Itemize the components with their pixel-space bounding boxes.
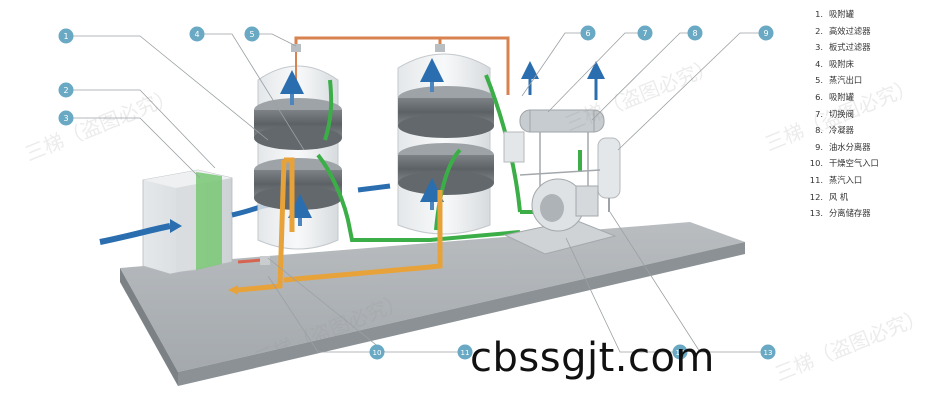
- svg-text:3: 3: [63, 114, 68, 123]
- legend-item: 6.吸附罐: [815, 91, 854, 102]
- legend-item: 3.板式过滤器: [815, 42, 871, 53]
- callout-badge-2: 2: [58, 82, 74, 98]
- svg-text:8: 8: [692, 29, 697, 38]
- callout-badge-12: 12: [672, 344, 688, 360]
- callout-badge-6: 6: [580, 25, 596, 41]
- legend-item: 12.风 机: [809, 191, 849, 202]
- callout-badge-13: 13: [760, 344, 776, 360]
- svg-text:4: 4: [194, 30, 199, 39]
- callout-badge-8: 8: [687, 25, 703, 41]
- hepa-filter-panel: [196, 172, 222, 270]
- legend-item: 13.分离储存器: [809, 208, 871, 219]
- legend-item: 2.高效过滤器: [815, 25, 871, 36]
- filter-housing: [142, 169, 233, 275]
- callout-badge-5: 5: [244, 26, 260, 42]
- callout-badge-10: 10: [369, 344, 385, 360]
- callout-badge-1: 1: [58, 28, 74, 44]
- callout-badge-4: 4: [189, 26, 205, 42]
- callout-badge-11: 11: [457, 344, 473, 360]
- dry-air-inlet-arrow: [228, 285, 238, 295]
- site-watermark: cbssgjt.com: [470, 335, 715, 381]
- svg-text:9: 9: [763, 29, 768, 38]
- tank-flow-arrows: [280, 58, 605, 226]
- legend-item: 8.冷凝器: [815, 125, 854, 136]
- svg-text:1: 1: [63, 32, 68, 41]
- callout-badge-3: 3: [58, 110, 74, 126]
- legend: 1.吸附罐 2.高效过滤器 3.板式过滤器 4.吸附床 5.蒸汽出口 6.吸附罐…: [805, 6, 925, 222]
- svg-text:12: 12: [676, 349, 685, 357]
- adsorption-tank-1: [254, 65, 342, 250]
- svg-text:10: 10: [373, 349, 382, 357]
- legend-item: 1.吸附罐: [815, 9, 854, 19]
- svg-text:5: 5: [249, 30, 254, 39]
- adsorption-tank-2: [397, 53, 494, 235]
- legend-item: 10.干燥空气入口: [809, 158, 879, 169]
- legend-item: 4.吸附床: [815, 58, 854, 69]
- legend-item: 11.蒸汽入口: [809, 174, 863, 185]
- oil-water-separator: [597, 137, 621, 212]
- legend-item: 7.切换阀: [815, 108, 854, 119]
- dry-air-pipe-orange: [237, 157, 443, 293]
- svg-text:2: 2: [63, 86, 68, 95]
- blower-fan: [503, 178, 617, 255]
- svg-text:6: 6: [585, 29, 590, 38]
- svg-text:13: 13: [764, 349, 773, 357]
- svg-text:11: 11: [461, 349, 470, 357]
- svg-text:7: 7: [642, 29, 647, 38]
- legend-item: 5.蒸汽出口: [815, 75, 863, 86]
- steam-inlet-pipe: [237, 256, 270, 265]
- callout-badges: 1 2 3 4 5 6 7 8 9 10 11 12 13: [58, 25, 776, 360]
- base-platform: [120, 222, 745, 386]
- condenser: [503, 109, 605, 163]
- callout-badge-7: 7: [637, 25, 653, 41]
- callout-badge-9: 9: [758, 25, 774, 41]
- legend-item: 9.油水分离器: [815, 141, 871, 152]
